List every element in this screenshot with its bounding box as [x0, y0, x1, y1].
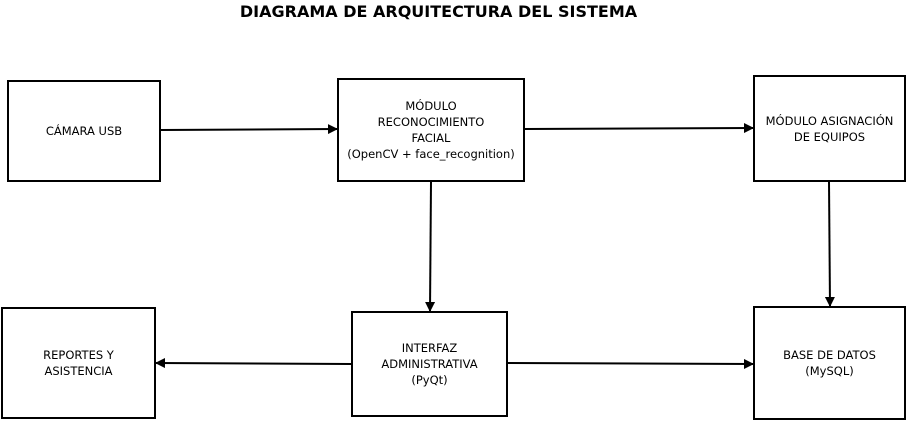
arrow-camera-to-face-module — [160, 124, 338, 135]
reports-node: REPORTES Y ASISTENCIA — [1, 307, 156, 419]
assignment-module-node: MÓDULO ASIGNACIÓN DE EQUIPOS — [753, 75, 906, 182]
database-label: BASE DE DATOS (MySQL) — [783, 348, 876, 378]
arrow-face-module-to-admin — [425, 181, 436, 312]
arrow-admin-to-reports — [155, 358, 352, 369]
camera-usb-label: CÁMARA USB — [45, 124, 123, 138]
face-recognition-module-label: MÓDULO RECONOCIMIENTO FACIAL (OpenCV + f… — [347, 99, 515, 161]
face-recognition-module-node: MÓDULO RECONOCIMIENTO FACIAL (OpenCV + f… — [337, 78, 525, 182]
arrow-face-module-to-assignment — [524, 123, 754, 134]
database-node: BASE DE DATOS (MySQL) — [753, 306, 906, 420]
assignment-module-label: MÓDULO ASIGNACIÓN DE EQUIPOS — [765, 113, 894, 144]
arrow-admin-to-database — [507, 358, 754, 369]
admin-interface-node: INTERFAZ ADMINISTRATIVA (PyQt) — [351, 311, 508, 417]
diagram-title: DIAGRAMA DE ARQUITECTURA DEL SISTEMA — [239, 2, 638, 21]
reports-label: REPORTES Y ASISTENCIA — [43, 348, 114, 378]
admin-interface-label: INTERFAZ ADMINISTRATIVA (PyQt) — [381, 341, 478, 387]
arrow-assignment-to-database — [824, 181, 835, 307]
camera-usb-node: CÁMARA USB — [7, 80, 161, 182]
